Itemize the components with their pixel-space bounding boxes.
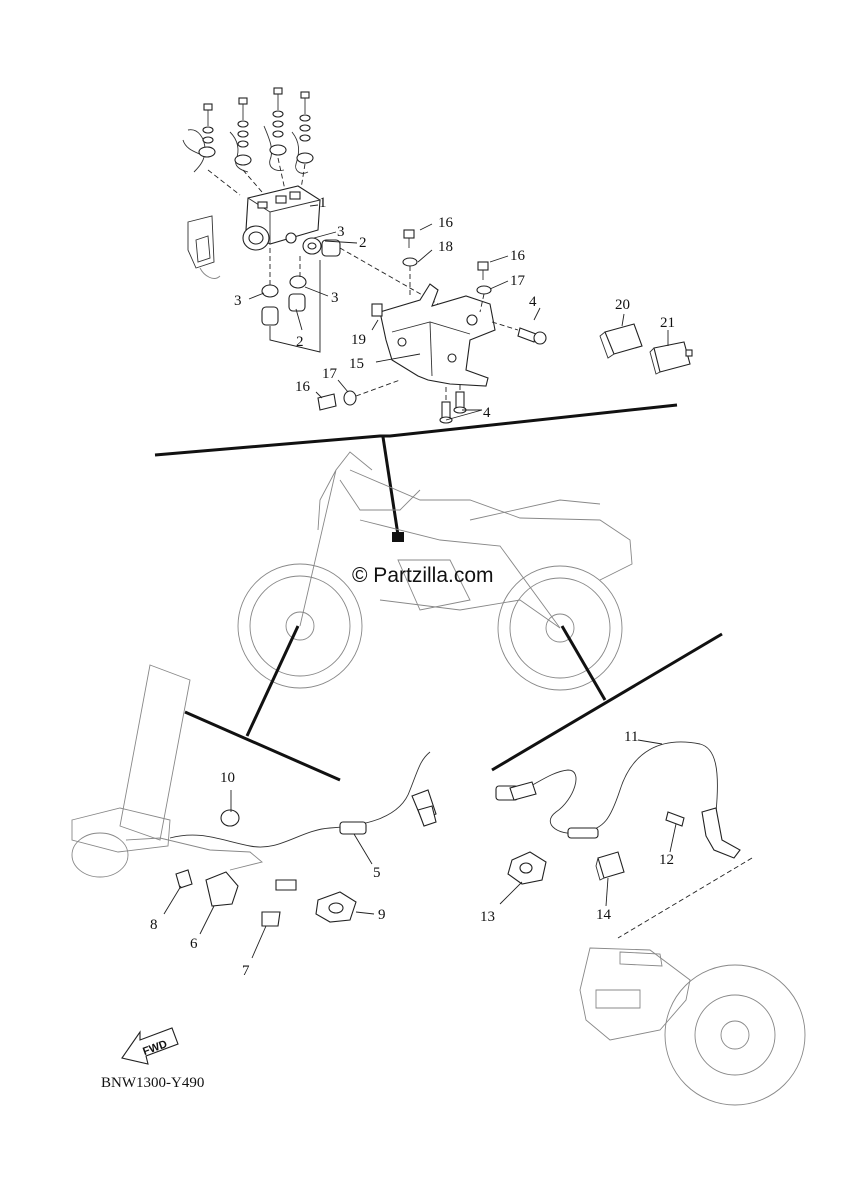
rear-sensor-group [495,741,741,885]
fwd-arrow-icon: FWD [121,1027,179,1065]
callout-17: 17 [322,366,338,382]
callout-21: 21 [660,315,675,331]
abs-location-marker [392,532,404,542]
rear-callout-rule [491,632,723,772]
abs-sensor-module [599,323,643,359]
callout-3: 3 [331,290,339,306]
callout-20: 20 [615,297,630,313]
motorcycle-outline [237,451,633,691]
callout-11: 11 [624,729,638,745]
callout-15: 15 [349,356,364,372]
bracket-bolts [317,229,547,424]
watermark: © Partzilla.com [352,564,494,587]
grommets [261,237,341,326]
callout-14: 14 [596,907,612,923]
callout-16: 16 [438,215,454,231]
upper-callout-rule [154,403,678,457]
callout-labels: 1 2 2 3 3 3 4 4 5 6 7 8 9 10 11 12 13 14… [150,195,675,979]
rear-brake-caliper [579,947,806,1106]
callout-2: 2 [359,235,367,251]
callout-16: 16 [295,379,311,395]
front-callout-rule [184,710,341,782]
callout-13: 13 [480,909,495,925]
abs-control-module [649,341,693,375]
callout-10: 10 [220,770,235,786]
abs-unit-group [182,87,693,424]
abs-bracket [371,283,496,387]
callout-18: 18 [438,239,453,255]
callout-4: 4 [483,405,491,421]
front-sensor-group [71,664,437,927]
callout-7: 7 [242,963,250,979]
callout-9: 9 [378,907,386,923]
callout-2: 2 [296,334,304,350]
abs-hydraulic-unit [242,185,321,251]
callout-6: 6 [190,936,198,952]
callout-5: 5 [373,865,381,881]
callout-3: 3 [337,224,345,240]
callout-12: 12 [659,852,674,868]
callout-19: 19 [351,332,366,348]
top-bolts [202,87,311,154]
callout-1: 1 [319,195,327,211]
callout-8: 8 [150,917,158,933]
diagram-code: BNW1300-Y490 [101,1075,204,1091]
callout-4: 4 [529,294,537,310]
callout-3: 3 [234,293,242,309]
callout-16: 16 [510,248,526,264]
callout-17: 17 [510,273,526,289]
